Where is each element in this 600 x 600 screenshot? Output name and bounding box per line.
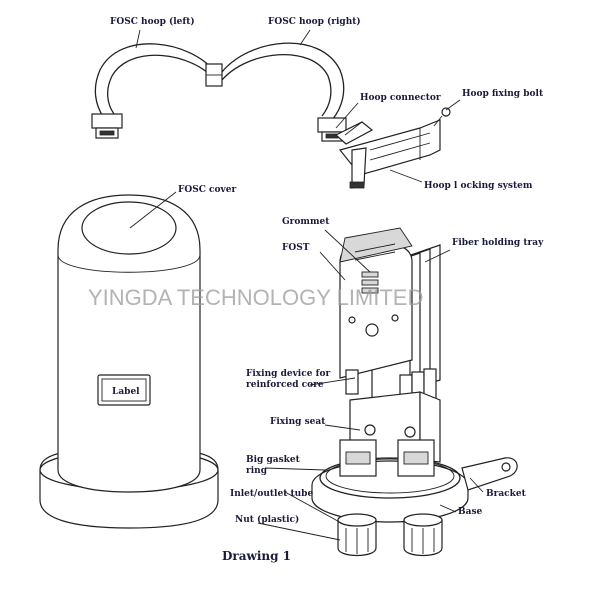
- fosc-hoop-right: [221, 42, 347, 142]
- base: [311, 457, 469, 523]
- label-fixing-device-line2: reinforced core: [246, 380, 324, 390]
- leader-lines: [129, 29, 484, 541]
- hoop-locking-system: [338, 119, 441, 189]
- label-big-gasket-line1: Big gasket: [246, 455, 301, 465]
- base-clamps: [339, 439, 435, 477]
- inlet-outlet-tubes: [337, 513, 443, 557]
- fosc-cover: [39, 194, 219, 529]
- label-fost: FOST: [282, 243, 310, 253]
- label-fosc-hoop-left: FOSC hoop (left): [110, 16, 195, 27]
- label-nut-plastic: Nut (plastic): [235, 514, 299, 525]
- watermark: YINGDA TECHNOLOGY LIMITED: [88, 285, 423, 310]
- label-fiber-holding-tray: Fiber holding tray: [452, 238, 544, 248]
- label-big-gasket-line2: ring: [246, 466, 268, 476]
- hoop-connector: [334, 121, 374, 145]
- label-fosc-cover: FOSC cover: [178, 185, 236, 195]
- label-fixing-device-line1: Fixing device for: [246, 369, 330, 379]
- label-cover-label: Label: [112, 387, 140, 397]
- hoop-fixing-bolt: [433, 107, 451, 127]
- fosc-hoop-left: [91, 43, 223, 139]
- drawing-caption: Drawing 1: [222, 549, 291, 563]
- label-hoop-fixing-bolt: Hoop fixing bolt: [462, 89, 544, 99]
- label-bracket: Bracket: [486, 489, 527, 499]
- label-grommet: Grommet: [282, 217, 330, 227]
- label-hoop-connector: Hoop connector: [360, 93, 441, 103]
- bracket: [461, 457, 518, 491]
- fost: [339, 227, 413, 379]
- label-fixing-seat: Fixing seat: [270, 417, 326, 427]
- label-inlet-outlet-tube: Inlet/outlet tube: [230, 489, 313, 499]
- label-fosc-hoop-right: FOSC hoop (right): [268, 16, 361, 27]
- label-hoop-locking-system: Hoop l ocking system: [424, 181, 533, 191]
- label-base: Base: [458, 507, 483, 517]
